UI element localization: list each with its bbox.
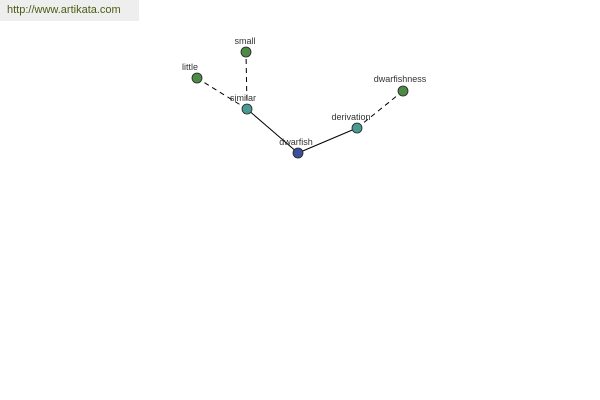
node-similar[interactable]: [241, 103, 253, 115]
edge-similar-small: [245, 51, 248, 110]
edge-similar-little: [196, 77, 248, 110]
edge-dwarfish-similar: [246, 108, 299, 154]
graph-edges: [196, 51, 404, 154]
node-label-dwarfish: dwarfish: [279, 137, 313, 147]
graph-nodes: [191, 46, 409, 159]
artikata-url-link[interactable]: http://www.artikata.com: [0, 0, 139, 21]
node-dwarfish[interactable]: [292, 147, 304, 159]
node-little[interactable]: [191, 72, 203, 84]
node-label-similar: similar: [230, 93, 256, 103]
node-small[interactable]: [240, 46, 252, 58]
node-dwarfishness[interactable]: [397, 85, 409, 97]
graph-labels: dwarfish similar derivation small little dwar…: [182, 36, 427, 147]
node-label-dwarfishness: dwarfishness: [374, 74, 427, 84]
node-label-small: small: [234, 36, 255, 46]
node-derivation[interactable]: [351, 122, 363, 134]
edge-derivation-dwarfishness: [356, 90, 404, 129]
node-label-derivation: derivation: [331, 112, 370, 122]
edge-dwarfish-derivation: [297, 127, 358, 154]
node-label-little: little: [182, 62, 198, 72]
